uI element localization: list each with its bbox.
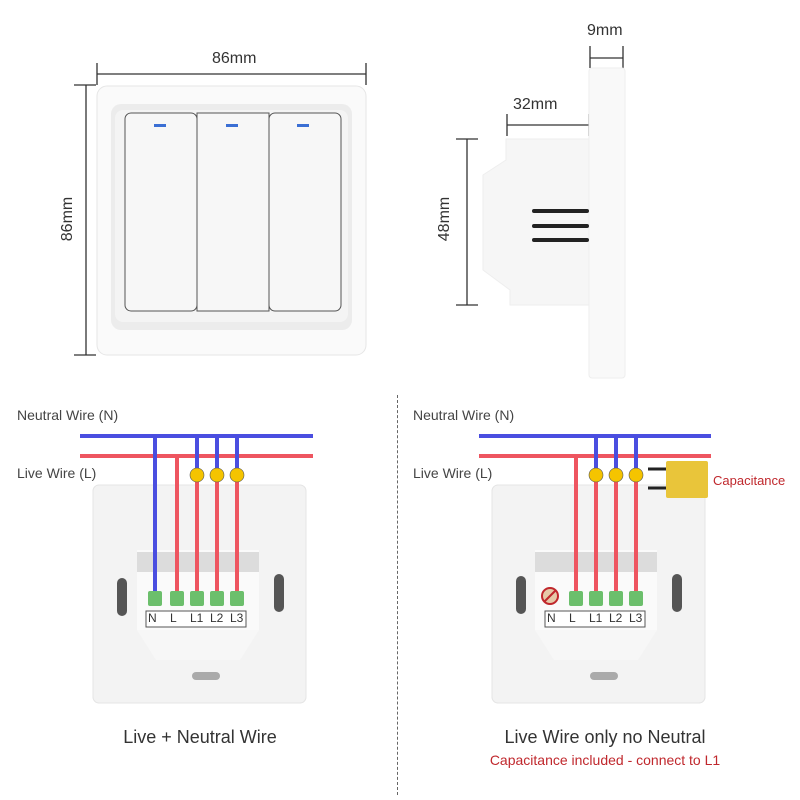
terminal-block: [210, 591, 224, 606]
section-divider: [397, 395, 398, 795]
left-caption: Live + Neutral Wire: [123, 727, 277, 747]
terminal-label-l3: L3: [629, 611, 643, 625]
indicator-led-3: [297, 124, 309, 127]
light-bulb-icon: [588, 467, 604, 483]
right-note: Capacitance included - connect to L1: [489, 752, 721, 768]
indicator-led-2: [226, 124, 238, 127]
terminal-label-l1: L1: [589, 611, 603, 625]
terminal-label-l: L: [569, 611, 576, 625]
terminal-block: [170, 591, 184, 606]
terminal-block: [190, 591, 204, 606]
terminal-block: [148, 591, 162, 606]
terminal-label-n: N: [547, 611, 556, 625]
light-bulb-icon: [229, 467, 245, 483]
terminal-label-n: N: [148, 611, 157, 625]
left-neutral-wire-label: Neutral Wire (N): [17, 407, 119, 423]
plate-thickness-label: 9mm: [587, 22, 623, 39]
terminal-label-l3: L3: [230, 611, 244, 625]
terminal-block: [589, 591, 603, 606]
capacitance-label: Capacitance: [713, 473, 786, 488]
terminal-label-l2: L2: [609, 611, 623, 625]
right-wires: [479, 434, 711, 606]
front-height-dimension: [74, 84, 96, 356]
body-depth-label: 32mm: [513, 96, 558, 113]
capacitor-icon: [648, 461, 708, 498]
light-bulb-icon: [189, 467, 205, 483]
gang-button-3[interactable]: [268, 112, 342, 312]
front-width-label: 86mm: [212, 50, 257, 67]
front-width-dimension: [96, 63, 367, 85]
terminal-block: [230, 591, 244, 606]
terminal-block: [569, 591, 583, 606]
left-wires: [80, 434, 313, 606]
light-bulb-icon: [209, 467, 225, 483]
right-neutral-wire-label: Neutral Wire (N): [413, 407, 515, 423]
indicator-led-1: [154, 124, 166, 127]
terminal-label-l: L: [170, 611, 177, 625]
terminal-label-l2: L2: [210, 611, 224, 625]
left-live-wire-label: Live Wire (L): [17, 465, 97, 481]
body-height-dimension: [456, 138, 478, 306]
gang-buttons: [124, 112, 342, 312]
switch-side-profile: [482, 67, 626, 379]
plate-thickness-dimension: [589, 46, 624, 68]
light-bulb-icon: [608, 467, 624, 483]
light-bulb-icon: [628, 467, 644, 483]
terminal-block: [609, 591, 623, 606]
gang-button-2[interactable]: [196, 112, 270, 312]
right-caption: Live Wire only no Neutral: [504, 727, 706, 747]
terminal-label-l1: L1: [190, 611, 204, 625]
right-live-wire-label: Live Wire (L): [413, 465, 493, 481]
terminal-block: [629, 591, 643, 606]
